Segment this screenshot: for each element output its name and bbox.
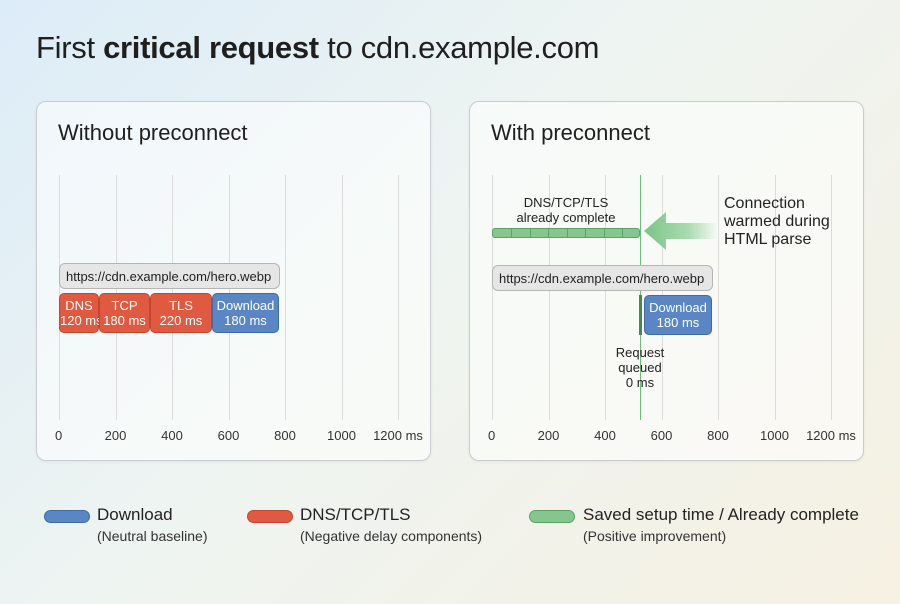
tick-label: 800	[274, 428, 296, 443]
segment-duration: 120 ms	[60, 313, 103, 328]
gridline	[341, 175, 343, 420]
title-bold: critical request	[103, 30, 319, 65]
legend-label: Saved setup time / Already complete	[583, 505, 859, 524]
setup-complete-bar	[492, 228, 640, 238]
tls-segment: TLS 220 ms	[150, 293, 212, 333]
bar-divider	[567, 229, 568, 237]
page-title: First critical request to cdn.example.co…	[36, 30, 599, 66]
request-url: https://cdn.example.com/hero.webp	[59, 263, 280, 289]
dns-segment: DNS 120 ms	[59, 293, 103, 333]
legend-swatch-negative	[247, 510, 293, 523]
legend-sublabel: (Negative delay components)	[300, 528, 483, 544]
tick-label: 400	[594, 428, 616, 443]
request-url: https://cdn.example.com/hero.webp	[492, 265, 713, 291]
tick-label: 1000	[760, 428, 789, 443]
already-complete-line1: DNS/TCP/TLS	[523, 195, 609, 210]
panel-title: With preconnect	[491, 120, 650, 145]
tick-label: 200	[104, 428, 127, 443]
segment-name: Download	[649, 300, 707, 315]
segment-duration: 180 ms	[224, 313, 267, 328]
legend-label: Download	[97, 505, 173, 524]
panel-title: Without preconnect	[58, 120, 248, 145]
gridline	[285, 175, 286, 420]
note-line1: Connection	[724, 195, 805, 212]
request-queued-label: Request queued 0 ms	[616, 345, 664, 390]
panel-with-preconnect: With preconnect 0 200 400 600 800 1000 1…	[469, 101, 864, 461]
note-line2: warmed during	[724, 213, 830, 230]
gridline	[492, 175, 493, 420]
tick-label: 800	[707, 428, 729, 443]
segment-name: TCP	[111, 298, 138, 313]
queued-line3: 0 ms	[625, 375, 655, 390]
tick-label: 1200 ms	[373, 428, 423, 443]
bar-divider	[585, 229, 586, 237]
segment-duration: 180 ms	[103, 313, 146, 328]
tick-label: 200	[537, 428, 560, 443]
segment-duration: 220 ms	[159, 313, 203, 328]
tick-label: 1000	[327, 428, 356, 443]
bar-divider	[622, 229, 623, 237]
connection-warmed-note: Connection warmed during HTML parse	[724, 195, 830, 249]
tick-label: 400	[161, 428, 183, 443]
already-complete-line2: already complete	[516, 210, 616, 225]
bar-divider	[548, 229, 549, 237]
tick-label: 600	[217, 428, 240, 443]
bar-divider	[604, 229, 605, 237]
already-complete-label: DNS/TCP/TLS already complete	[517, 195, 616, 225]
gridline	[398, 175, 399, 420]
request-queued-marker	[639, 295, 642, 335]
tick-label: 1200 ms	[806, 428, 856, 443]
queued-line2: queued	[618, 360, 662, 375]
legend-swatch-positive	[529, 510, 575, 523]
tcp-segment: TCP 180 ms	[99, 293, 150, 333]
segment-name: DNS	[65, 298, 93, 313]
tick-label: 0	[55, 428, 63, 443]
gridline	[831, 175, 832, 420]
left-arrow-icon	[644, 212, 718, 250]
note-line3: HTML parse	[724, 231, 812, 248]
segment-name: Download	[216, 298, 275, 313]
tick-label: 0	[488, 428, 496, 443]
legend-swatch-download	[44, 510, 90, 523]
queued-line1: Request	[615, 345, 665, 360]
title-prefix: First	[36, 30, 104, 65]
title-suffix: to cdn.example.com	[318, 30, 600, 65]
legend-label: DNS/TCP/TLS	[300, 505, 411, 524]
panel-without-preconnect: Without preconnect 0 200 400 600 800 100…	[36, 101, 431, 461]
download-segment: Download 180 ms	[644, 295, 712, 335]
legend-sublabel: (Positive improvement)	[583, 528, 727, 544]
tick-label: 600	[650, 428, 673, 443]
legend-sublabel: (Neutral baseline)	[97, 528, 208, 544]
segment-duration: 180 ms	[656, 315, 700, 330]
download-segment: Download 180 ms	[212, 293, 279, 333]
bar-divider	[511, 229, 512, 237]
bar-divider	[530, 229, 531, 237]
segment-name: TLS	[169, 298, 193, 313]
